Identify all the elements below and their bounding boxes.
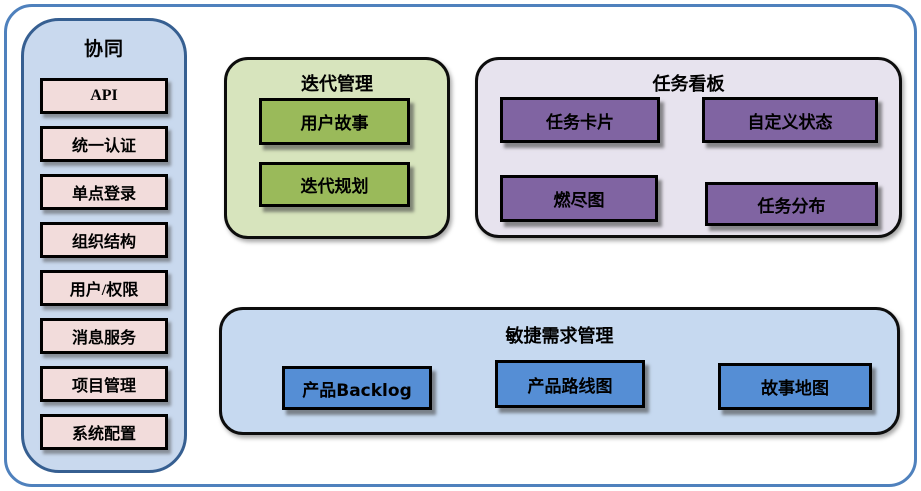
- sidebar-item-org-structure: 组织结构: [40, 222, 168, 258]
- sidebar-title: 协同: [83, 38, 124, 60]
- iteration-management-group: 迭代管理 用户故事 迭代规划: [224, 57, 450, 239]
- sidebar-item-api: API: [40, 78, 168, 114]
- iteration-group-title: 迭代管理: [301, 74, 373, 95]
- agile-group-title: 敏捷需求管理: [505, 326, 614, 347]
- diagram-frame: 协同 API 统一认证 单点登录 组织结构 用户/权限 消息服务 项目管理 系统…: [4, 4, 917, 487]
- sidebar-item-project-mgmt: 项目管理: [40, 366, 168, 402]
- card-burndown-chart: 燃尽图: [500, 175, 658, 222]
- card-iteration-planning: 迭代规划: [259, 162, 410, 207]
- sidebar-item-message-service: 消息服务: [40, 318, 168, 354]
- sidebar-item-system-config: 系统配置: [40, 414, 168, 450]
- card-product-backlog: 产品Backlog: [282, 366, 432, 410]
- taskboard-group-title: 任务看板: [652, 74, 725, 95]
- card-custom-status: 自定义状态: [702, 97, 878, 143]
- sidebar-item-list: API 统一认证 单点登录 组织结构 用户/权限 消息服务 项目管理 系统配置: [40, 78, 168, 450]
- collaboration-sidebar: 协同 API 统一认证 单点登录 组织结构 用户/权限 消息服务 项目管理 系统…: [21, 18, 187, 473]
- card-product-roadmap: 产品路线图: [495, 360, 645, 408]
- sidebar-item-unified-auth: 统一认证: [40, 126, 168, 162]
- card-task-distribution: 任务分布: [705, 182, 878, 226]
- agile-requirements-group: 敏捷需求管理 产品Backlog 产品路线图 故事地图: [219, 307, 900, 435]
- sidebar-item-user-permission: 用户/权限: [40, 270, 168, 306]
- card-user-story: 用户故事: [259, 98, 410, 145]
- card-task-card: 任务卡片: [500, 97, 660, 143]
- task-board-group: 任务看板 任务卡片 自定义状态 燃尽图 任务分布: [475, 57, 902, 238]
- sidebar-item-sso: 单点登录: [40, 174, 168, 210]
- card-story-map: 故事地图: [718, 363, 872, 410]
